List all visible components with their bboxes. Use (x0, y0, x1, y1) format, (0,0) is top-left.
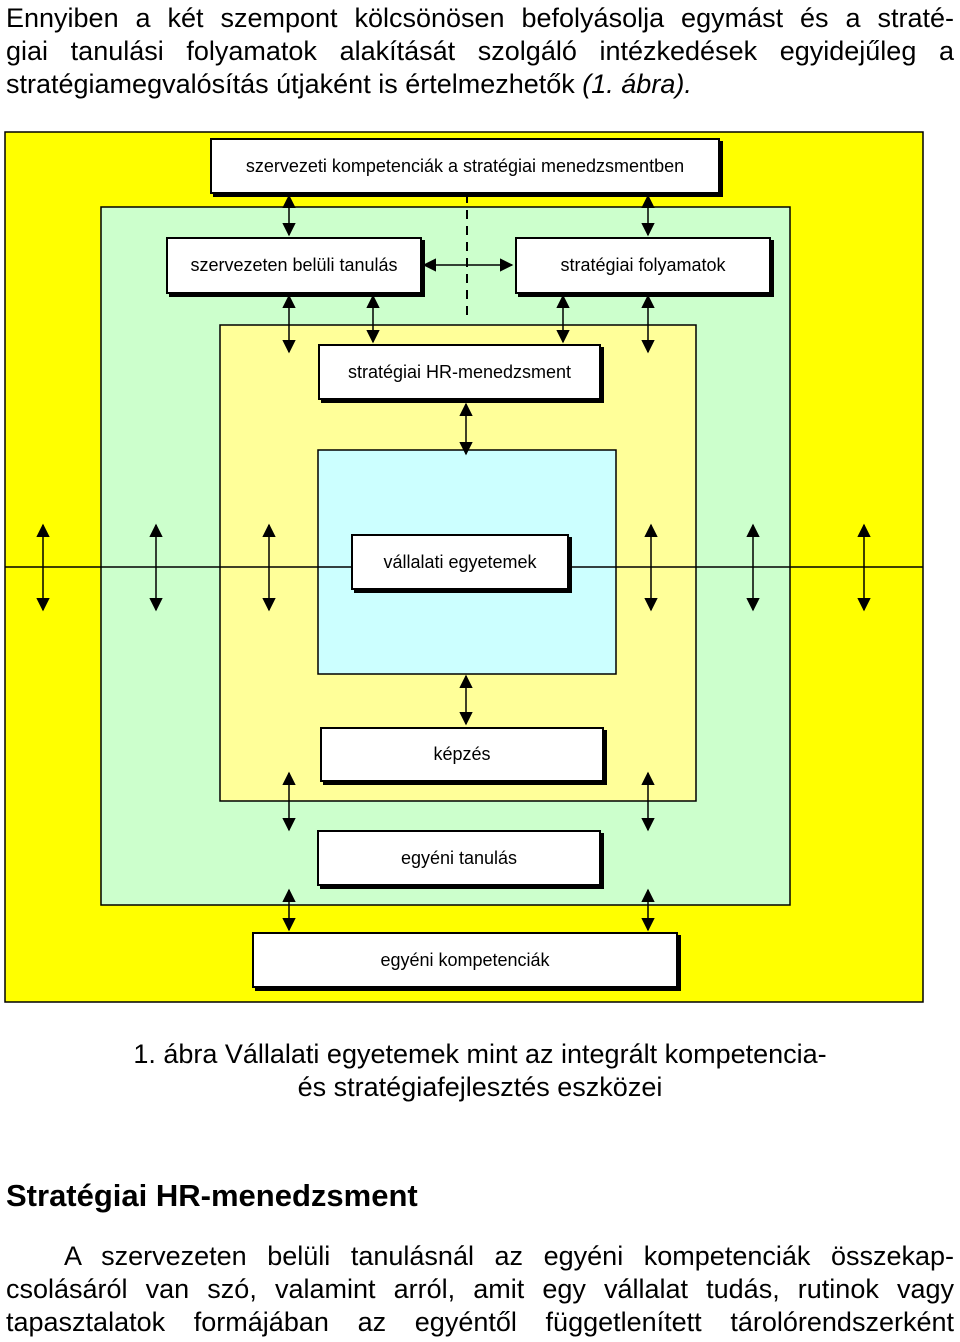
intro-line-3-text: stratégiamegvalósítás útjaként is értelm… (6, 69, 583, 99)
intro-line-1: Ennyiben a két szempont kölcsönösen befo… (6, 3, 954, 33)
figure-reference: (1. ábra). (582, 69, 692, 99)
caption-line-1: 1. ábra Vállalati egyetemek mint az inte… (133, 1039, 827, 1069)
caption-line-2: és stratégiafejlesztés eszközei (297, 1072, 663, 1102)
intro-line-3: stratégiamegvalósítás útjaként is értelm… (6, 68, 954, 101)
box-individual-competencies: egyéni kompetenciák (252, 932, 678, 988)
box-corporate-university: vállalati egyetemek (351, 534, 569, 590)
box-org-competencies: szervezeti kompetenciák a stratégiai men… (210, 138, 720, 194)
figure-caption: 1. ábra Vállalati egyetemek mint az inte… (0, 1038, 960, 1104)
body-line-3: tapasztalatok formájában az egyéntől füg… (6, 1307, 954, 1337)
box-training: képzés (320, 727, 604, 782)
box-strategic-hrm: stratégiai HR-menedzsment (318, 344, 601, 400)
box-org-learning: szervezeten belüli tanulás (166, 237, 422, 294)
vertical-arrows (36, 194, 871, 932)
body-paragraph: A szervezeten belüli tanulásnál az egyén… (6, 1240, 954, 1339)
section-heading: Stratégiai HR-menedzsment (6, 1178, 418, 1213)
box-individual-learning: egyéni tanulás (317, 830, 601, 886)
figure-diagram: szervezeti kompetenciák a stratégiai men… (4, 131, 924, 1003)
intro-paragraph: Ennyiben a két szempont kölcsönösen befo… (6, 2, 954, 101)
body-line-1: A szervezeten belüli tanulásnál az egyén… (64, 1241, 954, 1271)
box-strategic-processes: stratégiai folyamatok (515, 237, 771, 294)
intro-line-2: giai tanulási folyamatok alakítását szol… (6, 36, 954, 66)
body-line-2: csolásáról van szó, valamint arról, amit… (6, 1274, 954, 1304)
